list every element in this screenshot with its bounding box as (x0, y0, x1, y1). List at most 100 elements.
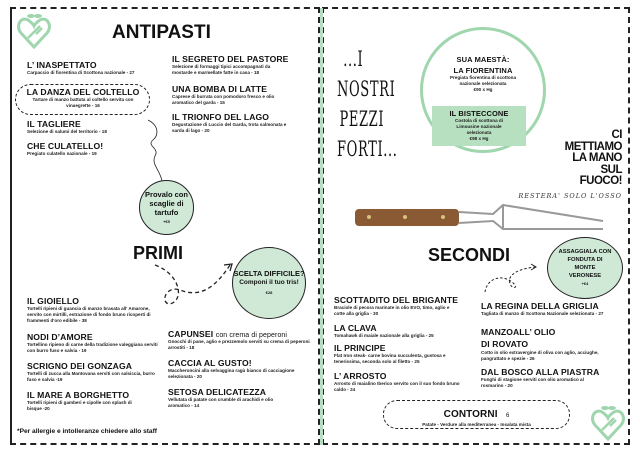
item-name: SCOTTADITO DEL BRIGANTE (334, 295, 459, 305)
menu-item: CACCIA AL GUSTO!Maccheroncini alla selva… (168, 358, 314, 380)
item-description: Gnocchi di pane, aglio e prezzemolo serv… (168, 339, 310, 350)
item-description: Arrosto di maialino Iberico servito con … (334, 381, 460, 392)
squiggle-line (147, 119, 163, 182)
item-description: Flat Iron steak- carne bovina succulenta… (334, 353, 446, 364)
bubble-text: ASSAGGIALA CON FONDUTA DI MONTE VERONESE (558, 249, 612, 279)
item-name: LA DANZA DEL COLTELLO (26, 87, 140, 97)
item-description: Tortelli ripieni di gamberi e cipolle co… (27, 400, 132, 411)
item-name: IL PRINCIPE (334, 343, 386, 353)
heading-line: PEZZI (339, 107, 385, 131)
contorni-box: CONTORNI 6 Patate - Verdure alla mediter… (383, 400, 570, 429)
contorni-title: CONTORNI (443, 409, 498, 420)
tris-bubble: SCELTA DIFFICILE?Componi il tuo tris! €28 (232, 247, 306, 319)
item-description: Pregiato culatello nazionale - 19 (27, 151, 97, 156)
item-suffix: con crema di peperoni (215, 332, 288, 339)
heading-line: FORTI... (337, 137, 398, 161)
menu-item: CHE CULATELLO!Pregiato culatello naziona… (27, 141, 162, 157)
item-description: Carpaccio di fiorentina di Scottona nazi… (27, 70, 135, 75)
slogan-line: FUOCO! (579, 175, 623, 187)
item-name: DAL BOSCO ALLA PIASTRA (481, 367, 600, 377)
item-name: IL MARE A BORGHETTO (27, 390, 130, 400)
item-description: Tomahawk di maiale nazionale alla grigli… (334, 333, 434, 338)
antipasti-title: ANTIPASTI (112, 22, 211, 43)
item-name: €90 x Hg (473, 87, 493, 92)
item-name: L’ INASPETTATO (27, 60, 97, 70)
dashed-arrow (484, 263, 537, 293)
page-divider (320, 8, 323, 445)
item-description: Selezione di salumi del territorio - 18 (27, 129, 107, 134)
item-name: SUA MAESTÀ: (456, 55, 510, 64)
pezzi-forti-heading: ...I NOSTRI PEZZI FORTI... (337, 44, 435, 164)
contorni-price: 6 (506, 413, 510, 419)
bubble-text: Provalo con scaglie di tartufo (145, 189, 188, 217)
left-page (10, 7, 320, 445)
bubble-price: €28 (265, 289, 273, 295)
slogan-line: CI (611, 129, 623, 141)
item-description: Caprese di burrata con pomodoro fresco e… (172, 94, 275, 105)
item-name: SETOSA DELICATEZZA (168, 387, 267, 397)
dashed-arrow (154, 263, 233, 305)
item-description: Cotto in olio extravergine di oliva con … (481, 350, 599, 361)
item-name: IL SEGRETO DEL PASTORE (172, 54, 289, 64)
green-ring (420, 27, 546, 153)
bubble-text: Componi il tuo tris! (239, 279, 299, 287)
item-name: LA REGINA DELLA GRIGLIA (481, 301, 599, 311)
item-description: Tortelli di zucca alla Mantovana serviti… (27, 371, 155, 382)
bubble-text: SCELTA DIFFICILE? (233, 268, 305, 278)
item-description: Costola di scottona di Limousine naziona… (455, 118, 503, 135)
item-description: Maccheroncini alla selvaggina ragù bianc… (168, 368, 295, 379)
item-description: Braciole di pecora marinate in olio EVO,… (334, 305, 450, 316)
item-name: UNA BOMBA DI LATTE (172, 84, 268, 94)
item-description: Tartare di manzo battuta al coltello ser… (32, 97, 134, 108)
heart-logo-icon (591, 406, 625, 442)
item-name: LA CLAVA (334, 323, 377, 333)
truffle-bubble: Provalo con scaglie di tartufo+€5 (139, 180, 194, 235)
bisteccone-item: IL BISTECCONE Costola di scottona di Lim… (432, 106, 526, 146)
item-description: Vellutata di patate con crumble di arach… (168, 397, 274, 408)
fonduta-bubble: ASSAGGIALA CON FONDUTA DI MONTE VERONESE… (547, 237, 623, 299)
item-description: Pregiata fiorentina di scottona nazional… (449, 75, 517, 86)
item-name: IL TRIONFO DEL LAGO (172, 112, 270, 122)
heading-line: ...I (343, 47, 364, 71)
allergy-footnote: *Per allergie e intolleranze chiedere al… (17, 428, 157, 435)
item-description: Tagliata di manzo di Scottona Nazionale … (481, 311, 604, 316)
item-description: Tortellino ripieno di carne della tradiz… (27, 342, 158, 353)
item-name: IL TAGLIERE (27, 119, 81, 129)
item-name: CHE CULATELLO! (27, 141, 104, 151)
item-name: IL GIOIELLO (27, 296, 80, 306)
slogan-line: SUL (600, 163, 623, 176)
item-name: CACCIA AL GUSTO! (168, 358, 252, 368)
slogan-line: LA MANO (572, 152, 622, 164)
heart-logo-icon (17, 14, 51, 50)
contorni-desc: Patate - Verdure alla mediterranea - Ins… (422, 422, 531, 427)
item-name: MANZOALL’ OLIO DI ROVATO (481, 327, 556, 349)
heading-line: NOSTRI (337, 77, 396, 101)
item-name: CAPUNSEI (168, 329, 214, 339)
secondi-title: SECONDI (428, 245, 511, 265)
item-description: Degustazione di Luccio del Garda, trota … (172, 122, 287, 133)
fiorentina-item: SUA MAESTÀ: LA FIORENTINA Pregiata fiore… (430, 55, 536, 93)
item-name: €98 x Hg (469, 136, 489, 141)
highlight-oval (15, 84, 150, 115)
item-description: Tortelli ripieni di guancia di manzo bra… (27, 306, 151, 323)
item-name: SCRIGNO DEI GONZAGA (27, 361, 133, 371)
bubble-price: +€4 (581, 281, 589, 286)
item-description: Selezione di formaggi tipici accompagnat… (172, 64, 271, 75)
